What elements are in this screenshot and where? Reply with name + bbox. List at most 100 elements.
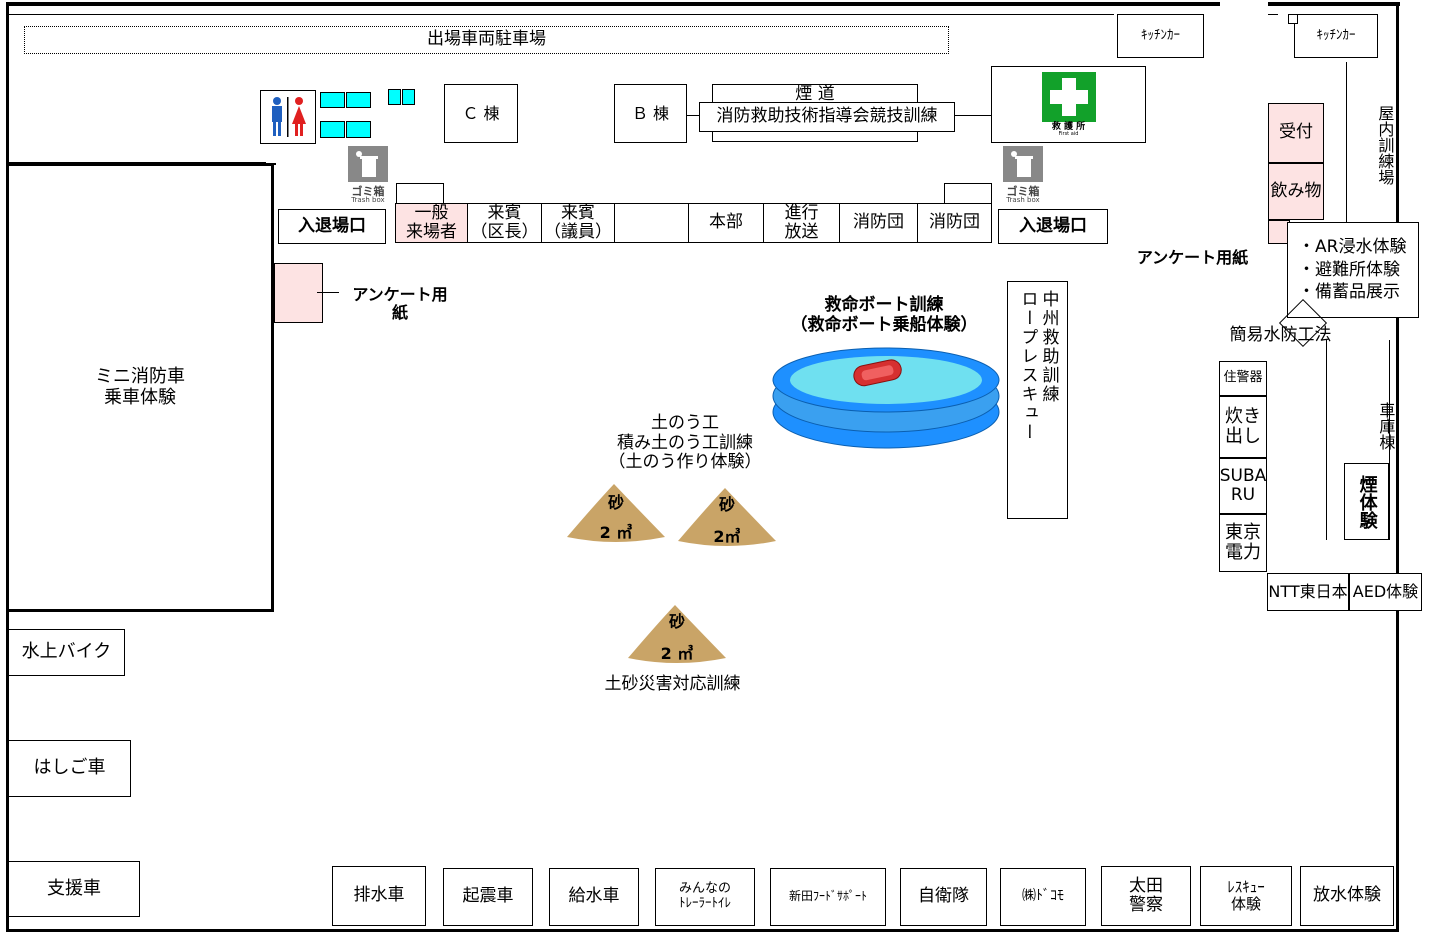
tent-broadcast: 進行 放送 [763, 203, 840, 243]
garage-label: 車庫棟 [1376, 402, 1396, 450]
lifeboat-title: 救命ボート訓練 （救命ボート乗船体験） [790, 295, 978, 335]
alarm-label: 住警器 [1223, 370, 1263, 386]
entrance-left: 入退場口 [278, 209, 386, 244]
reception-booth: 受付 [1268, 103, 1324, 163]
first-aid-cross-icon [1041, 71, 1096, 122]
cooking-label: 炊き 出し [1225, 405, 1261, 447]
survey-label-left: アンケート用 紙 [352, 285, 448, 323]
kitchen-car-2-marker [1288, 14, 1298, 24]
tent-label: 進行 放送 [784, 202, 819, 242]
building-b-label: Ｂ 棟 [631, 103, 670, 123]
first-aid-en-label: First aid [1058, 130, 1079, 137]
tent-guest-council: 来賓 （議員） [541, 203, 615, 243]
booth-aed: AED体験 [1349, 573, 1422, 611]
divider-mid-2 [6, 162, 266, 163]
booth-label: 給水車 [568, 886, 620, 907]
ntt-label: NTT東日本 [1268, 582, 1348, 602]
trash-box-1: ゴミ箱 Trash box [346, 146, 390, 204]
ladder-truck-label: はしご車 [33, 757, 106, 779]
indoor-training-label: 屋内訓練場 [1375, 105, 1395, 185]
entrance-left-label: 入退場口 [298, 215, 366, 236]
booth-label: 太田 警察 [1129, 875, 1163, 915]
tent-label: 消防団 [929, 212, 980, 233]
garage-line-right [1389, 340, 1390, 540]
booth-ntt: NTT東日本 [1267, 573, 1349, 611]
parking-area: 出場車両駐車場 [24, 26, 949, 54]
tent-label: 来賓 （区長） [470, 202, 539, 242]
tent-empty [614, 203, 689, 243]
sand-pile-amount: 2 ㎥ [660, 644, 694, 663]
booth-label: 排水車 [353, 885, 405, 906]
booth-water-supply-truck: 給水車 [549, 868, 639, 926]
competition-box: 消防救助技術指導会競技訓練 [699, 102, 955, 132]
rope-rescue-label: ロープレスキュー [1017, 290, 1038, 442]
parking-label: 出場車両駐車場 [427, 29, 546, 50]
trash-box-1-en: Trash box [351, 196, 385, 204]
kitchen-car-2: ｷｯﾁﾝｶｰ [1294, 14, 1378, 58]
site-border-right [1396, 2, 1399, 932]
tent-fire-brigade-1: 消防団 [839, 203, 918, 243]
smoke-experience-label: 煙体験 [1356, 474, 1378, 529]
mini-fire-truck-label: ミニ消防車 乗車体験 [95, 366, 185, 408]
water-bike: 水上バイク [8, 629, 125, 676]
building-c: Ｃ 棟 [444, 84, 518, 143]
survey-label-right: アンケート用紙 [1136, 248, 1249, 267]
site-border-top-right [1268, 2, 1400, 6]
sink-6 [346, 121, 371, 138]
ar-experience-list: ・AR浸水体験 ・避難所体験 ・備蓄品展示 [1287, 222, 1419, 318]
booth-earthquake-truck: 起震車 [443, 868, 533, 926]
smoke-road-connector [687, 115, 699, 116]
trash-box-1-label: ゴミ箱 [351, 185, 385, 198]
sink-1 [320, 92, 345, 108]
sand-pile-label: 砂 [607, 493, 624, 512]
booth-tepco: 東京 電力 [1219, 514, 1267, 572]
tent-stub-right [944, 183, 992, 204]
trash-box-2-label: ゴミ箱 [1006, 185, 1040, 198]
sink-3 [388, 89, 401, 105]
nakasu-rescue-label: 中州救助訓練 [1038, 290, 1059, 404]
reception-label: 受付 [1279, 122, 1313, 143]
booth-nitta-food: 新田ﾌｰﾄﾞｻﾎﾟｰﾄ [770, 868, 886, 926]
entrance-right-label: 入退場口 [1019, 215, 1087, 236]
subaru-label: SUBA RU [1219, 465, 1267, 505]
tent-label: 来賓 （議員） [544, 202, 612, 242]
lifeboat-icon [853, 359, 902, 387]
survey-left-connector [317, 292, 339, 293]
tent-stub-left [396, 183, 444, 204]
drinks-label: 飲み物 [1270, 180, 1322, 201]
rope-rescue-area: ロープレスキュー 中州救助訓練 [1007, 281, 1068, 519]
tent-headquarters: 本部 [688, 203, 764, 243]
booth-rescue-experience: ﾚｽｷｭｰ 体験 [1200, 866, 1292, 926]
booth-trailer-toilet: みんなの ﾄﾚｰﾗｰﾄｲﾚ [655, 868, 755, 926]
trash-box-2: ゴミ箱 Trash box [1001, 146, 1045, 204]
trash-icon [1003, 146, 1043, 182]
booth-sdf: 自衛隊 [900, 868, 987, 926]
trash-icon [348, 146, 388, 182]
booth-ota-police: 太田 警察 [1101, 866, 1191, 926]
simple-flood-label: 簡易水防工法 [1229, 325, 1332, 345]
pool-illustration [772, 347, 1000, 449]
divider-top [6, 14, 1114, 15]
kitchen-car-2-label: ｷｯﾁﾝｶｰ [1316, 27, 1356, 43]
kitchen-car-1: ｷｯﾁﾝｶｰ [1117, 14, 1204, 58]
site-border-bottom [6, 929, 1399, 932]
sink-4 [402, 89, 415, 105]
smoke-road-connector-2 [955, 115, 992, 116]
tent-guest-mayor: 来賓 （区長） [467, 203, 542, 243]
building-b: Ｂ 棟 [614, 84, 687, 143]
sand-pile-amount: 2 ㎥ [599, 523, 633, 542]
tent-label: 消防団 [853, 212, 904, 233]
booth-subaru: SUBA RU [1219, 458, 1267, 514]
site-border-top [6, 2, 1220, 6]
booth-label: 起震車 [462, 886, 514, 907]
divider-top-right [1268, 14, 1278, 15]
ar-list-label: ・AR浸水体験 ・避難所体験 ・備蓄品展示 [1298, 236, 1407, 303]
mini-fire-truck-area: ミニ消防車 乗車体験 [6, 163, 274, 612]
sink-2 [346, 92, 371, 108]
booth-drainage-truck: 排水車 [332, 866, 426, 926]
tent-fire-brigade-2: 消防団 [917, 203, 992, 243]
tent-label: 本部 [709, 212, 743, 233]
sand-pile-amount: 2㎥ [713, 527, 741, 546]
booth-label: ㈱ﾄﾞｺﾓ [1022, 888, 1064, 905]
booth-label: みんなの ﾄﾚｰﾗｰﾄｲﾚ [678, 881, 731, 911]
